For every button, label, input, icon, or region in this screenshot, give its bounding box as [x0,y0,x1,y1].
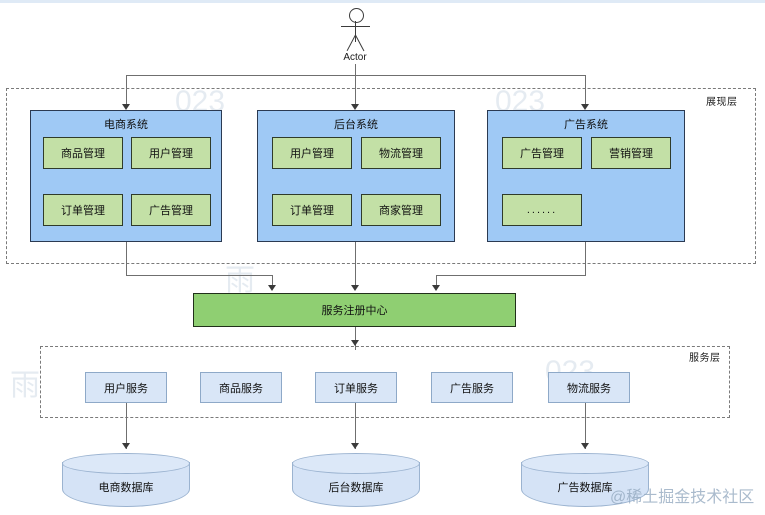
service-layer-frame [40,346,730,418]
ecommerce-registry-drop [272,275,273,286]
actor-torso [355,21,357,42]
actor-label: Actor [343,52,367,63]
module-backend-2[interactable]: 订单管理 [272,194,352,226]
service-registry-box[interactable]: 服务注册中心 [193,293,516,327]
actor-bus-line [126,75,586,76]
actor-drop-right [585,75,586,105]
system-box-backend[interactable]: 后台系统 用户管理 物流管理 订单管理 商家管理 [257,110,455,242]
logistics-service-db-arrow [581,443,589,449]
registry-service-arrow [351,340,359,346]
module-advertising-1[interactable]: 营销管理 [591,137,671,169]
actor-arrow-left [122,104,130,110]
user-service-db-line [126,403,127,449]
system-box-advertising[interactable]: 广告系统 广告管理 营销管理 ...... [487,110,685,242]
database-ecommerce-top [62,453,190,474]
actor-leg-left [346,34,357,52]
service-chip-advertising[interactable]: 广告服务 [431,372,513,403]
logistics-service-db-line [585,403,586,449]
order-service-db-arrow [351,443,359,449]
actor-head-icon [349,8,364,23]
module-ecommerce-0[interactable]: 商品管理 [43,137,123,169]
database-backend-top [292,453,420,474]
database-backend[interactable]: 后台数据库 [292,453,420,507]
module-advertising-2[interactable]: ...... [502,194,582,226]
service-layer-label: 服务层 [689,353,721,364]
service-chip-product[interactable]: 商品服务 [200,372,282,403]
system-title-ecommerce: 电商系统 [104,119,148,131]
module-backend-0[interactable]: 用户管理 [272,137,352,169]
module-backend-3[interactable]: 商家管理 [361,194,441,226]
ecommerce-to-registry-h [126,275,273,276]
actor-leg-right [355,34,365,52]
actor-drop-mid [355,75,356,105]
advertising-down-line [585,242,586,275]
advertising-to-registry-h [436,275,586,276]
watermark-faint-3: 雨 [10,369,40,402]
backend-down-line [355,242,356,286]
database-ecommerce[interactable]: 电商数据库 [62,453,190,507]
module-ecommerce-3[interactable]: 广告管理 [131,194,211,226]
top-edge-strip [0,0,765,3]
actor-arrow-mid [351,104,359,110]
module-backend-1[interactable]: 物流管理 [361,137,441,169]
user-service-db-arrow [122,443,130,449]
order-service-db-line [355,403,356,449]
database-advertising-top [521,453,649,474]
system-title-advertising: 广告系统 [564,119,608,131]
service-chip-logistics[interactable]: 物流服务 [548,372,630,403]
service-chip-user[interactable]: 用户服务 [85,372,167,403]
ecommerce-registry-arrow [268,285,276,291]
presentation-layer-frame [6,88,756,264]
service-chip-order[interactable]: 订单服务 [315,372,397,403]
advertising-registry-drop [436,275,437,286]
actor-stem-line [355,64,356,75]
module-ecommerce-2[interactable]: 订单管理 [43,194,123,226]
registry-down-line [355,327,356,350]
database-advertising[interactable]: 广告数据库 [521,453,649,507]
actor-arrow-right [581,104,589,110]
advertising-registry-arrow [432,285,440,291]
module-ecommerce-1[interactable]: 用户管理 [131,137,211,169]
presentation-layer-label: 展现层 [706,97,738,108]
system-box-ecommerce[interactable]: 电商系统 商品管理 用户管理 订单管理 广告管理 [30,110,222,242]
system-title-backend: 后台系统 [334,119,378,131]
backend-registry-arrow [351,285,359,291]
ecommerce-down-line [126,242,127,275]
database-advertising-label: 广告数据库 [557,482,613,494]
module-advertising-0[interactable]: 广告管理 [502,137,582,169]
database-backend-label: 后台数据库 [328,482,384,494]
database-ecommerce-label: 电商数据库 [98,482,154,494]
actor-arms [341,26,370,28]
actor-drop-left [126,75,127,105]
